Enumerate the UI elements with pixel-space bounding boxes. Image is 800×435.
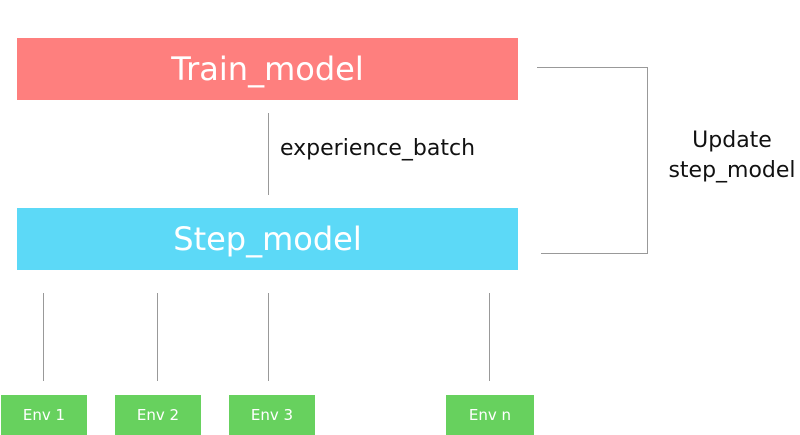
env-3-connector bbox=[268, 293, 269, 381]
env-1-label: Env 1 bbox=[22, 406, 66, 424]
env-1-box: Env 1 bbox=[1, 395, 87, 435]
update-connector-side bbox=[647, 67, 648, 254]
train-model-box: Train_model bbox=[17, 38, 518, 100]
update-connector-top bbox=[537, 67, 648, 68]
env-3-label: Env 3 bbox=[250, 406, 294, 424]
update-connector-bottom bbox=[541, 253, 648, 254]
update-label-line2: step_model bbox=[668, 158, 796, 183]
update-label-line1: Update bbox=[692, 128, 772, 153]
env-2-box: Env 2 bbox=[115, 395, 201, 435]
env-n-box: Env n bbox=[446, 395, 534, 435]
step-model-label: Step_model bbox=[173, 220, 362, 258]
env-n-label: Env n bbox=[468, 406, 512, 424]
train-model-label: Train_model bbox=[171, 50, 364, 88]
batch-connector-line bbox=[268, 113, 269, 195]
env-n-connector bbox=[489, 293, 490, 381]
env-1-connector bbox=[43, 293, 44, 381]
update-step-model-label: Update step_model bbox=[657, 126, 800, 186]
env-2-label: Env 2 bbox=[136, 406, 180, 424]
env-2-connector bbox=[157, 293, 158, 381]
env-3-box: Env 3 bbox=[229, 395, 315, 435]
step-model-box: Step_model bbox=[17, 208, 518, 270]
experience-batch-label: experience_batch bbox=[280, 136, 476, 161]
